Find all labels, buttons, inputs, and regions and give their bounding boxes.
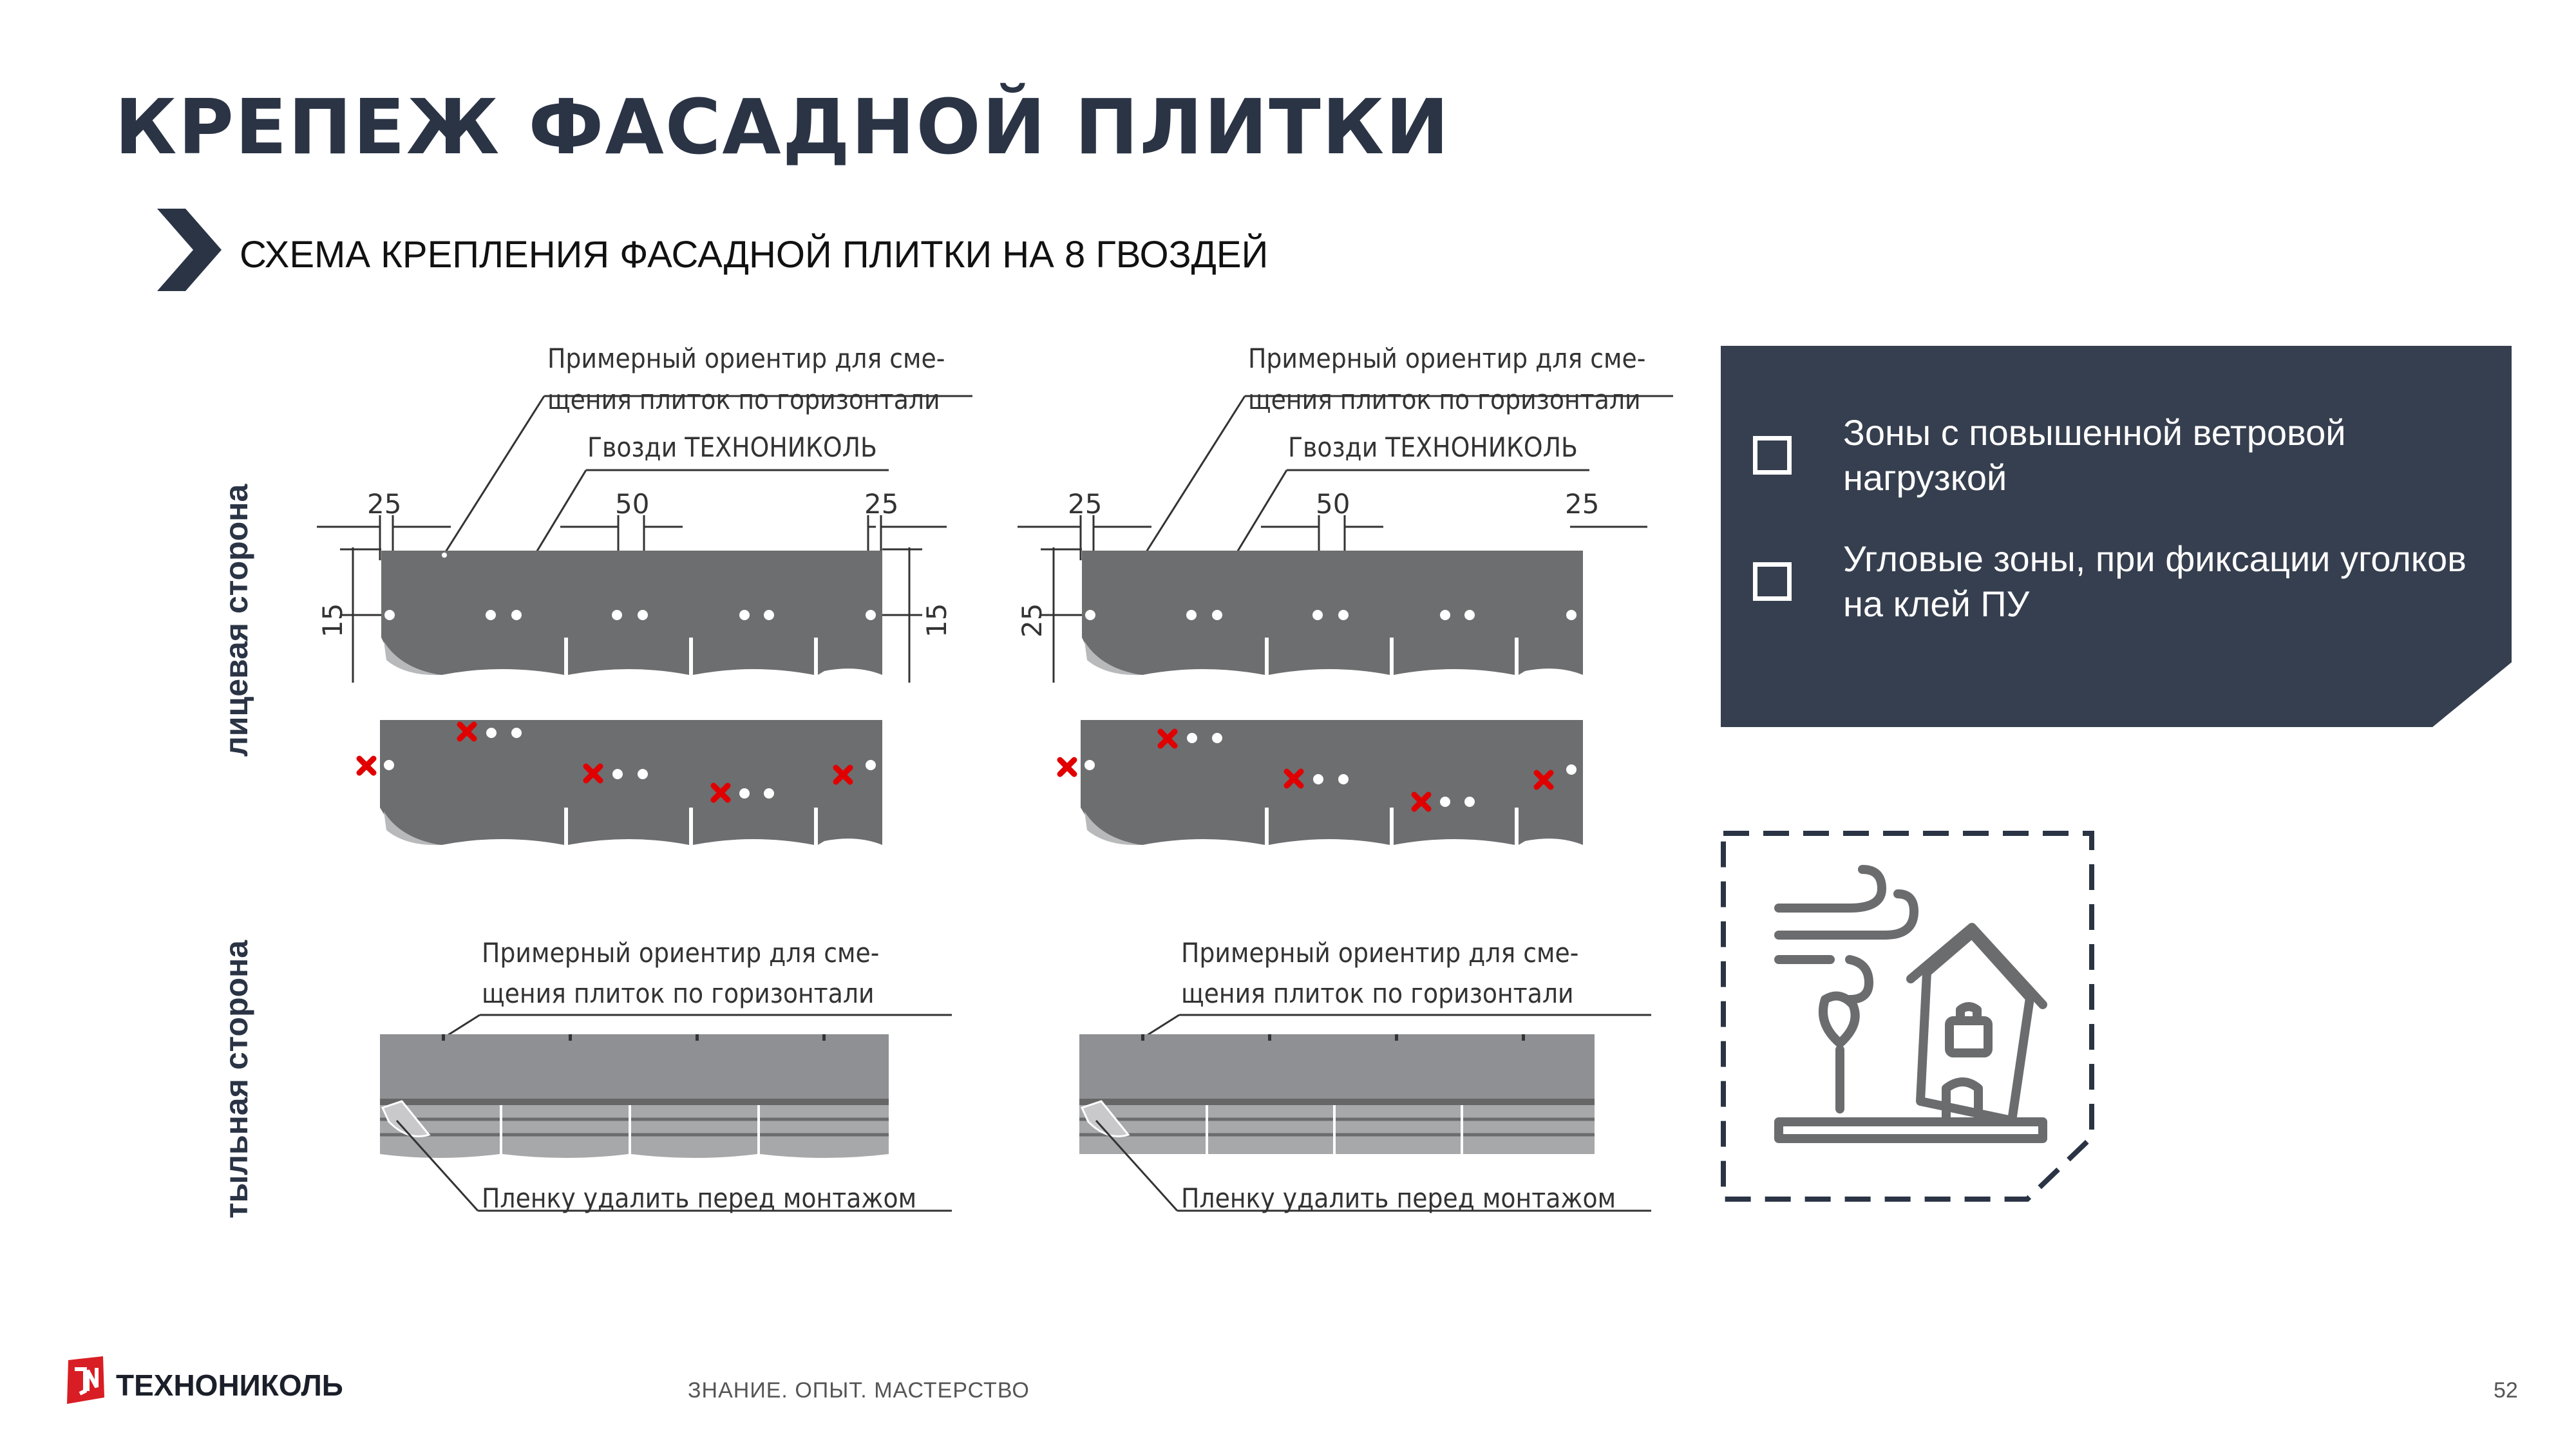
right-back-offset-label-line1: Примерный ориентир для сме- [1181,937,1579,969]
checkbox-icon [1753,562,1792,601]
left-film-label: Пленку удалить перед монтажом [482,1182,917,1214]
left-back-offset-label-line1: Примерный ориентир для сме- [482,937,880,969]
info-item-corner-zones: Угловые зоны, при фиксации уголков на кл… [1721,536,2494,627]
side-label-back: тыльная сторона [218,940,254,1218]
page-title: КРЕПЕЖ ФАСАДНОЙ ПЛИТКИ [115,82,1450,171]
right-dim-top-left: 25 [1068,488,1103,520]
right-dim-top-right: 25 [1565,488,1600,520]
right-back-offset-label-line2: щения плиток по горизонтали [1181,978,1574,1009]
info-item-wind-zones: Зоны с повышенной ветровой нагрузкой [1721,410,2494,500]
info-panel: Зоны с повышенной ветровой нагрузкой Угл… [1721,346,2512,727]
left-front-diagram [317,395,972,846]
left-dim-top-right: 25 [864,488,899,520]
footer-slogan: ЗНАНИЕ. ОПЫТ. МАСТЕРСТВО [688,1378,1030,1403]
wind-house-icon [1721,831,2094,1202]
right-dim-top-mid: 50 [1316,488,1350,520]
right-front-diagram [1018,395,1673,846]
right-film-label: Пленку удалить перед монтажом [1181,1182,1616,1214]
left-nails-label: Гвозди ТЕХНОНИКОЛЬ [587,431,877,463]
info-item-text: Зоны с повышенной ветровой нагрузкой [1843,412,2346,498]
brand-logo-icon [67,1356,104,1404]
left-offset-label-line1: Примерный ориентир для сме- [547,343,945,374]
left-dim-top-mid: 50 [615,488,650,520]
right-offset-label-line1: Примерный ориентир для сме- [1248,343,1646,374]
left-back-offset-label-line2: щения плиток по горизонтали [482,978,875,1009]
right-back-diagram [1079,1014,1651,1212]
left-back-diagram [380,1014,952,1212]
info-item-text: Угловые зоны, при фиксации уголков на кл… [1843,538,2467,624]
checkbox-icon [1753,436,1792,475]
section-subtitle: СХЕМА КРЕПЛЕНИЯ ФАСАДНОЙ ПЛИТКИ НА 8 ГВО… [240,234,1269,276]
left-dim-top-left: 25 [367,488,402,520]
right-nails-label: Гвозди ТЕХНОНИКОЛЬ [1288,431,1578,463]
page-number: 52 [2494,1378,2518,1403]
right-offset-label-line2: щения плиток по горизонтали [1248,384,1641,415]
brand-name: ТЕХНОНИКОЛЬ [116,1368,343,1402]
chevron-icon [157,209,222,291]
left-offset-label-line2: щения плиток по горизонтали [547,384,940,415]
side-label-front: лицевая сторона [218,484,254,757]
